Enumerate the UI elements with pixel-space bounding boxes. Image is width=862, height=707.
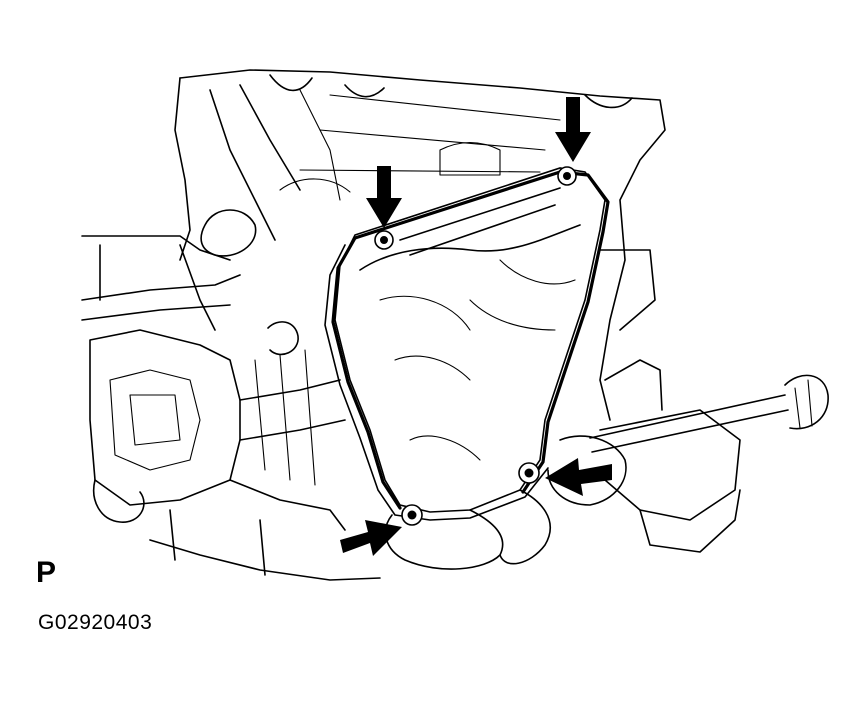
extension-tool [547,374,829,553]
bolt-top-left [374,230,394,250]
bolt-top-right [557,166,577,186]
arrow-left-bolt-right [545,458,612,496]
figure-code: G02920403 [38,611,153,634]
view-letter: P [36,556,57,589]
arrow-right-bolt-bottom [340,520,402,556]
engine-block-background [81,69,666,581]
arrow-down-bolt-top-left [366,166,402,228]
bolts [374,166,577,526]
arrow-down-bolt-top-right [555,97,591,162]
bolt-bottom [401,504,423,526]
bolt-right [518,462,540,484]
cylinder-head-cover [324,167,610,570]
